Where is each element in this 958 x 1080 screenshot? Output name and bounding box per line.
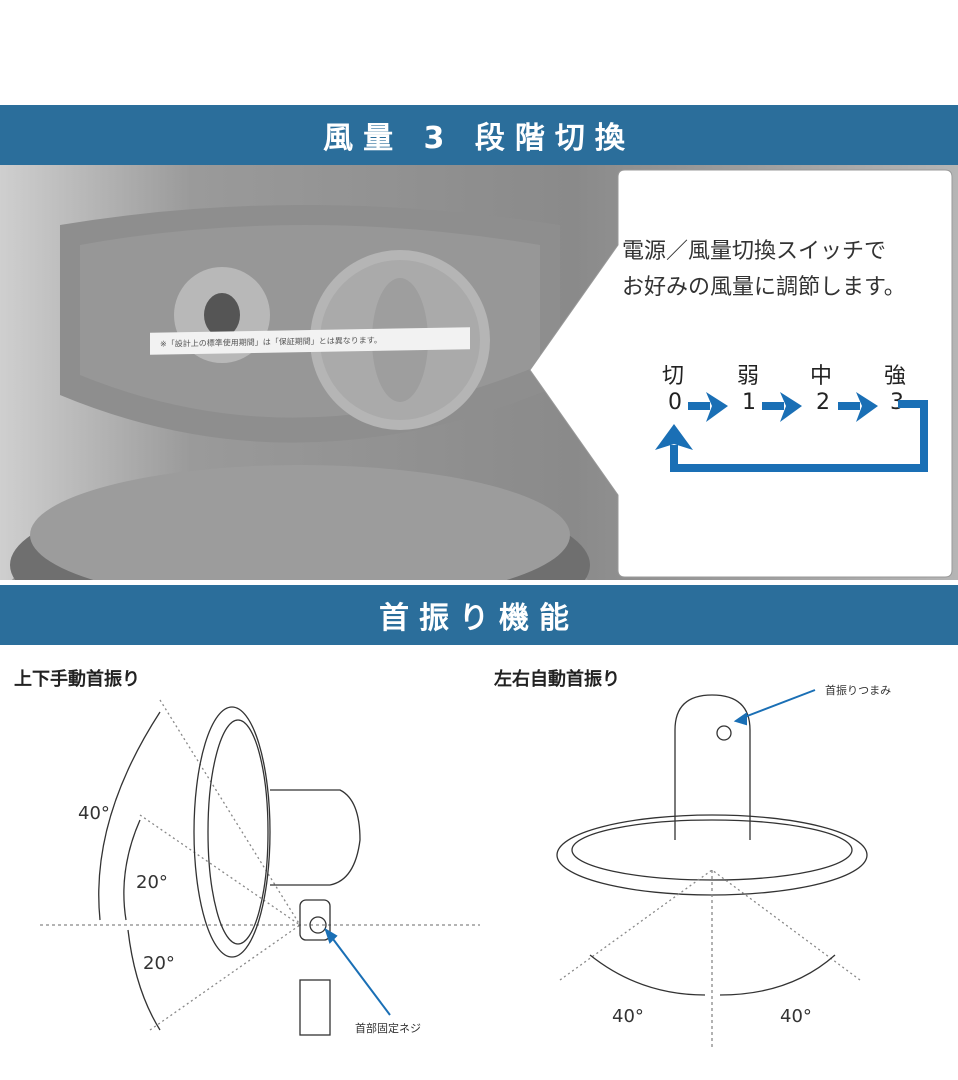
- level-high-label: 強: [883, 364, 906, 389]
- level-off-label: 切: [661, 364, 684, 389]
- vertical-fan-drawing: [40, 699, 480, 1036]
- level-mid-label: 中: [809, 364, 832, 389]
- vertical-angle-20-down: 20°: [143, 953, 175, 974]
- callout-text-line2: お好みの風量に調節します。: [622, 275, 906, 300]
- wind-section-header: 風量 3 段階切換: [0, 105, 958, 165]
- annotation-arrows: [324, 689, 816, 1016]
- horizontal-angle-right: 40°: [780, 1006, 812, 1027]
- horizontal-swing-title: 左右自動首振り: [494, 669, 620, 690]
- swing-section-header: 首振り機能: [0, 585, 958, 645]
- horizontal-angle-left: 40°: [612, 1006, 644, 1027]
- vertical-angle-20-up: 20°: [136, 872, 168, 893]
- callout-panel: [529, 169, 953, 578]
- fan-body-illustration: [10, 205, 590, 580]
- fan-control-photo: ※「設計上の標準使用期間」は「保証期間」とは異なります。: [0, 165, 958, 580]
- vertical-angle-40: 40°: [78, 803, 110, 824]
- horizontal-fan-drawing: [556, 694, 868, 1050]
- neck-screw-label: 首部固定ネジ: [355, 1022, 421, 1035]
- vertical-swing-title: 上下手動首振り: [14, 669, 140, 690]
- swing-knob-label: 首振りつまみ: [825, 684, 892, 697]
- callout-text-line1: 電源／風量切換スイッチで: [622, 239, 887, 264]
- level-low-label: 弱: [736, 364, 759, 389]
